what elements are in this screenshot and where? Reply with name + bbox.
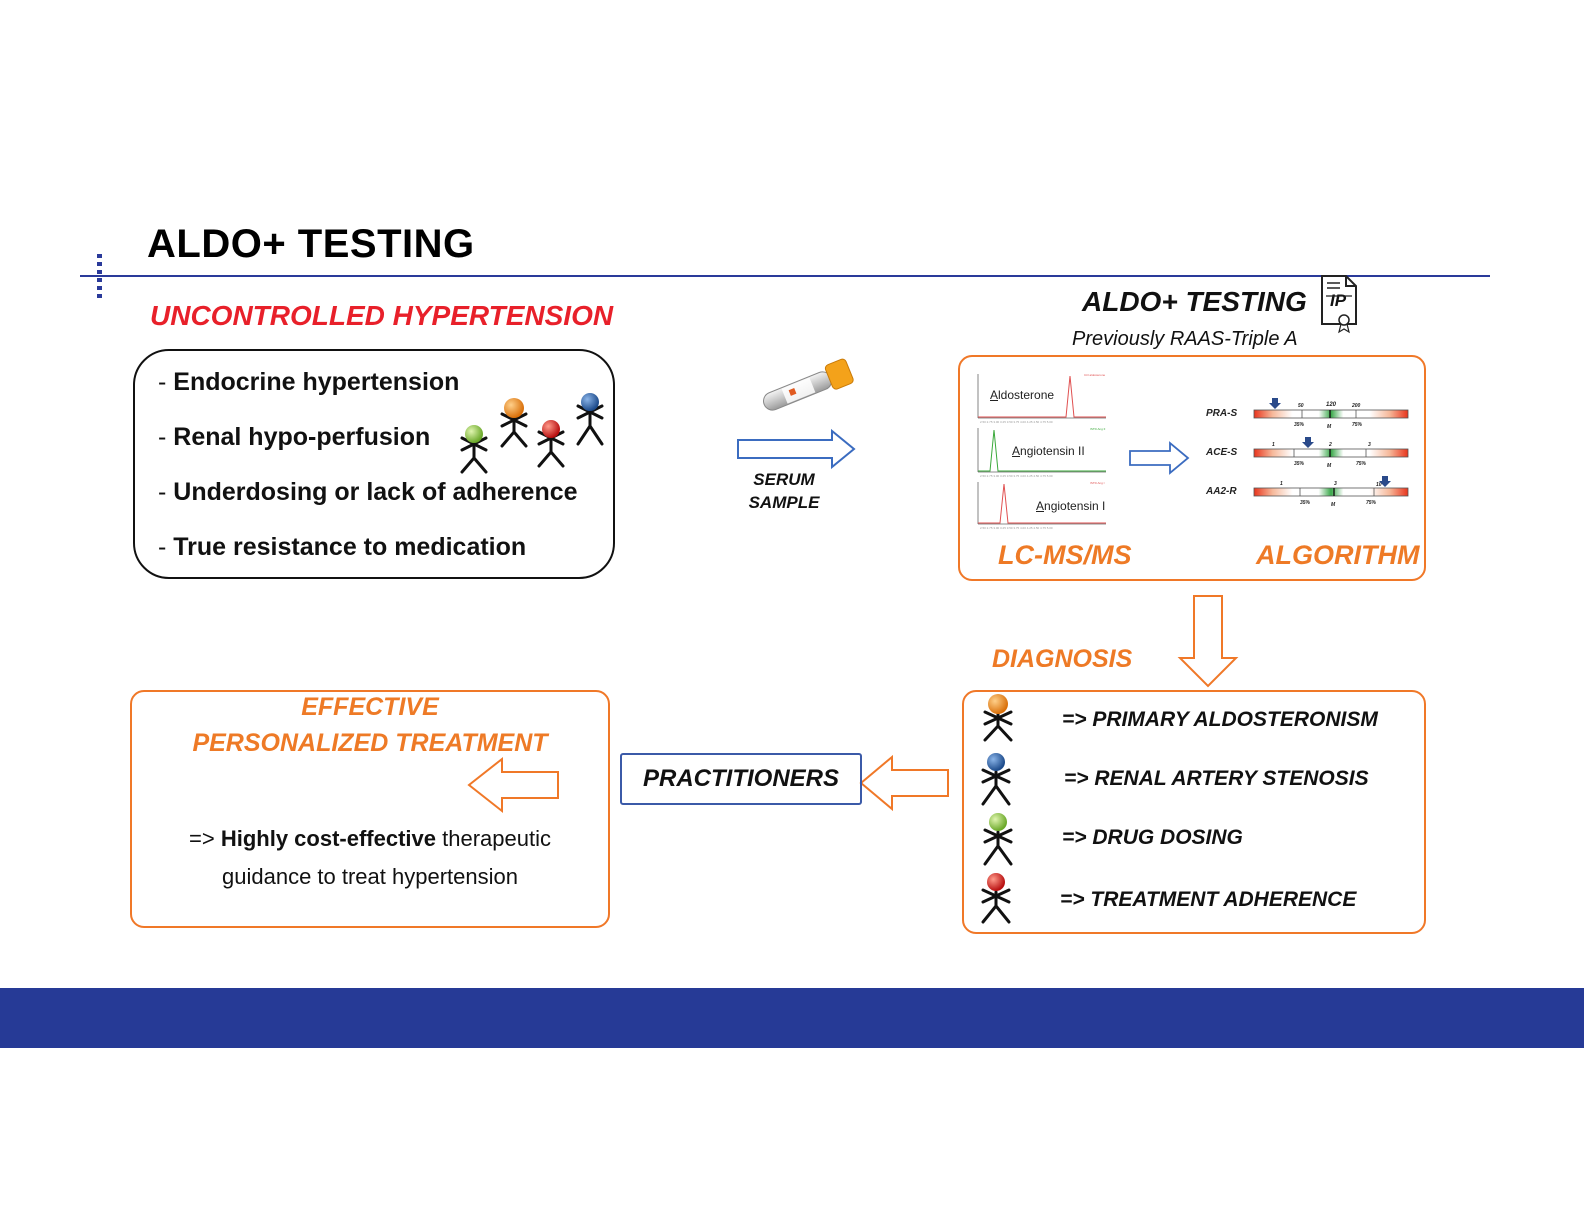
svg-text:200: 200 bbox=[1351, 403, 1361, 409]
uncontrolled-hypertension-heading: UNCONTROLLED HYPERTENSION bbox=[150, 300, 614, 331]
scale-marker-icon bbox=[1269, 398, 1281, 409]
algorithm-label: ALGORITHM bbox=[1256, 540, 1420, 570]
arrow-left-icon bbox=[859, 754, 949, 812]
treatment-description: => Highly cost-effective therapeutic gui… bbox=[189, 826, 551, 889]
svg-text:ISTD Ang I: ISTD Ang I bbox=[1090, 481, 1105, 485]
svg-text:1: 1 bbox=[1272, 442, 1275, 448]
arrow-right-icon bbox=[737, 428, 856, 470]
treatment-heading-line2: PERSONALIZED TREATMENT bbox=[192, 729, 548, 757]
svg-text:2.50 2.75 3.00 3.25 3.50 3.75: 2.50 2.75 3.00 3.25 3.50 3.75 4.00 4.25 … bbox=[980, 474, 1053, 478]
ip-certificate-icon: IP bbox=[1321, 275, 1357, 334]
treatment-heading-line1: EFFECTIVE bbox=[301, 693, 439, 721]
scale-marker-icon bbox=[1379, 476, 1391, 487]
chromatogram-panel: 2.50 2.75 3.00 3.25 3.50 3.75 4.00 4.25 … bbox=[977, 373, 1106, 530]
lc-ms-ms-label: LC-MS/MS bbox=[998, 540, 1132, 570]
diagnosis-item: => PRIMARY ALDOSTERONISM bbox=[1062, 708, 1378, 731]
aldo-testing-subtitle: Previously RAAS-Triple A bbox=[1072, 328, 1298, 350]
algorithm-scales-panel: 50 120 200 35% M 75% 1 2 3 35% M 75% 1 3… bbox=[1253, 398, 1409, 508]
svg-text:3: 3 bbox=[1334, 481, 1337, 487]
chromatogram-label: Aldosterone bbox=[990, 388, 1055, 402]
svg-text:M: M bbox=[1327, 424, 1332, 430]
svg-text:75%: 75% bbox=[1352, 422, 1363, 428]
svg-text:M: M bbox=[1327, 463, 1332, 469]
patient-figures-icon bbox=[460, 393, 604, 474]
svg-text:2: 2 bbox=[1328, 442, 1332, 448]
svg-text:10: 10 bbox=[1376, 482, 1382, 488]
causes-box bbox=[133, 349, 615, 579]
diagnosis-item: => TREATMENT ADHERENCE bbox=[1060, 888, 1357, 911]
svg-text:50: 50 bbox=[1298, 403, 1304, 409]
slide-decoration-dots bbox=[97, 254, 103, 302]
scale-label-aa2-r: AA2-R bbox=[1206, 486, 1237, 497]
scale-marker-icon bbox=[1302, 437, 1314, 448]
diagnosis-heading: DIAGNOSIS bbox=[992, 645, 1133, 673]
scale-label-ace-s: ACE-S bbox=[1206, 447, 1238, 458]
diagnosis-box bbox=[962, 690, 1426, 934]
svg-text:35%: 35% bbox=[1294, 461, 1305, 467]
cause-item: - True resistance to medication bbox=[158, 533, 527, 561]
testing-box bbox=[958, 355, 1426, 581]
arrow-left-icon bbox=[467, 756, 559, 814]
svg-text:ISTD Ang II: ISTD Ang II bbox=[1090, 427, 1106, 431]
footer-bar bbox=[0, 988, 1584, 1048]
chromatogram-label: Angiotensin II bbox=[1012, 444, 1085, 458]
svg-text:120: 120 bbox=[1326, 402, 1337, 408]
svg-text:M: M bbox=[1331, 502, 1336, 508]
aldo-testing-title: ALDO+ TESTING bbox=[1082, 286, 1307, 317]
svg-text:1: 1 bbox=[1280, 481, 1283, 487]
diagnosis-item: => RENAL ARTERY STENOSIS bbox=[1064, 767, 1369, 790]
arrow-right-icon bbox=[1129, 441, 1190, 475]
treatment-box bbox=[130, 690, 610, 928]
diagnosis-item: => DRUG DOSING bbox=[1062, 826, 1243, 849]
cause-item: - Endocrine hypertension bbox=[158, 368, 460, 396]
svg-text:75%: 75% bbox=[1356, 461, 1367, 467]
svg-text:2.50 2.75 3.00 3.25 3.50 3.75: 2.50 2.75 3.00 3.25 3.50 3.75 4.00 4.25 … bbox=[980, 526, 1053, 530]
slide-title: ALDO+ TESTING bbox=[147, 222, 475, 266]
svg-text:35%: 35% bbox=[1294, 422, 1305, 428]
svg-text:75%: 75% bbox=[1366, 500, 1377, 506]
cause-item: - Underdosing or lack of adherence bbox=[158, 478, 578, 506]
header-divider bbox=[80, 275, 1490, 277]
svg-text:Ctrl aldosterone: Ctrl aldosterone bbox=[1084, 373, 1106, 377]
serum-tube-icon bbox=[763, 358, 854, 411]
svg-text:IP: IP bbox=[1330, 291, 1347, 310]
svg-text:35%: 35% bbox=[1300, 500, 1311, 506]
chromatogram-label: Angiotensin I bbox=[1036, 499, 1106, 513]
arrow-down-icon bbox=[1177, 595, 1239, 688]
svg-text:2.50 2.75 3.00 3.25 3.50 3.75: 2.50 2.75 3.00 3.25 3.50 3.75 4.00 4.25 … bbox=[980, 420, 1053, 424]
diagnosis-figures-icon bbox=[981, 694, 1013, 924]
scale-label-pra-s: PRA-S bbox=[1206, 408, 1238, 419]
cause-item: - Renal hypo-perfusion bbox=[158, 423, 431, 451]
practitioners-box: PRACTITIONERS bbox=[620, 753, 862, 805]
svg-text:3: 3 bbox=[1368, 442, 1371, 448]
